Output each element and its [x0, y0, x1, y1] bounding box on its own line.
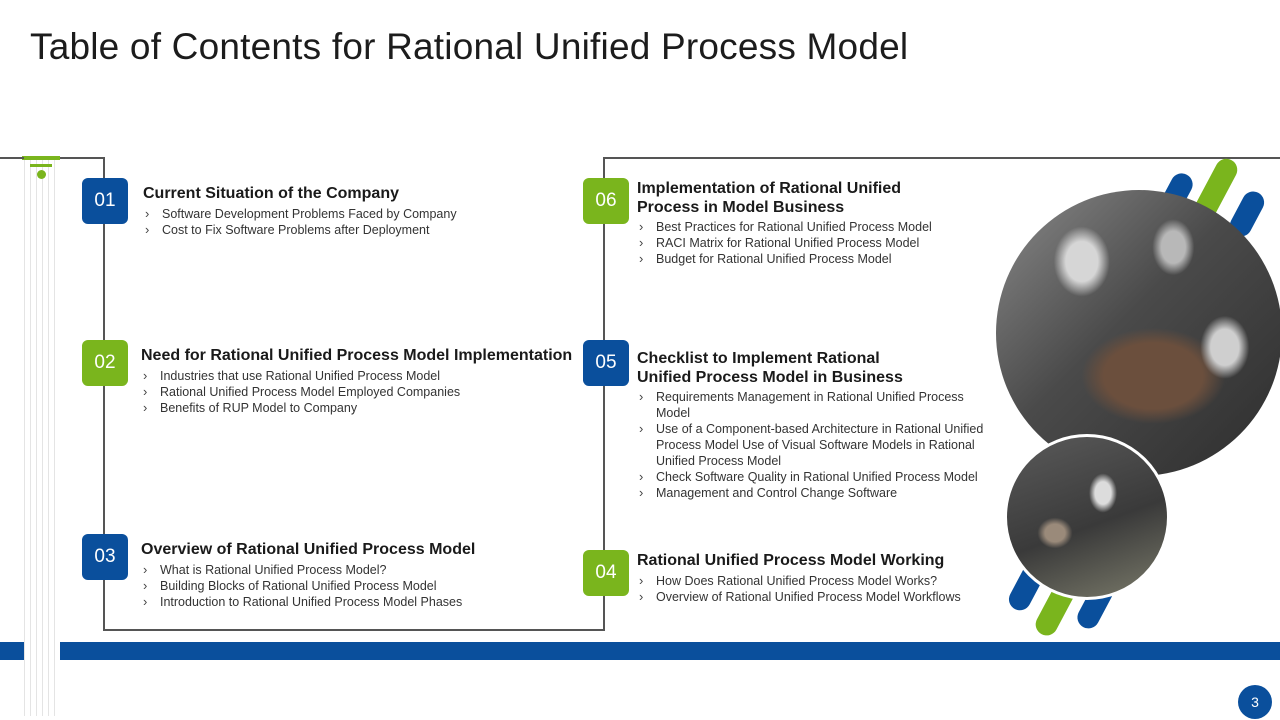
decorative-stripes-gap	[24, 642, 60, 660]
frame-line-top-left2	[60, 157, 105, 159]
frame-line-bottom	[103, 629, 605, 631]
frame-line-top-left	[0, 157, 24, 159]
list-item: Check Software Quality in Rational Unifi…	[637, 469, 1001, 485]
section-number-badge: 01	[82, 178, 128, 224]
section-title: Rational Unified Process Model Working	[637, 552, 945, 569]
toc-section-04[interactable]: Rational Unified Process Model Working H…	[637, 551, 997, 605]
section-number-badge: 05	[583, 340, 629, 386]
bottom-blue-bar	[0, 642, 1280, 660]
list-item: Software Development Problems Faced by C…	[143, 206, 583, 222]
list-item: Rational Unified Process Model Employed …	[141, 384, 586, 400]
list-item: What is Rational Unified Process Model?	[141, 562, 586, 578]
frame-line-top-right	[603, 157, 1280, 159]
decorative-green-dot	[37, 170, 46, 179]
list-item: Building Blocks of Rational Unified Proc…	[141, 578, 586, 594]
toc-section-05[interactable]: Checklist to Implement Rational Unified …	[637, 349, 1001, 501]
page-number: 3	[1238, 685, 1272, 719]
list-item: Benefits of RUP Model to Company	[141, 400, 586, 416]
toc-section-06[interactable]: Implementation of Rational Unified Proce…	[637, 179, 997, 267]
team-meeting-photo	[996, 190, 1280, 476]
section-number-badge: 02	[82, 340, 128, 386]
section-number-badge: 06	[583, 178, 629, 224]
decorative-stripes	[24, 160, 60, 716]
section-title-line1: Implementation of Rational Unified	[637, 180, 902, 197]
section-title: Overview of Rational Unified Process Mod…	[141, 541, 476, 558]
section-number-badge: 03	[82, 534, 128, 580]
list-item: Industries that use Rational Unified Pro…	[141, 368, 586, 384]
toc-section-01[interactable]: Current Situation of the Company Softwar…	[143, 184, 583, 238]
section-title-line2: Unified Process Model in Business	[637, 369, 903, 386]
section-number-badge: 04	[583, 550, 629, 596]
list-item: Use of a Component-based Architecture in…	[637, 421, 1001, 469]
office-team-photo	[1004, 434, 1170, 600]
list-item: How Does Rational Unified Process Model …	[637, 573, 997, 589]
section-title-line1: Checklist to Implement Rational	[637, 350, 880, 367]
section-title-line2: Process in Model Business	[637, 199, 845, 216]
list-item: Budget for Rational Unified Process Mode…	[637, 251, 997, 267]
list-item: Management and Control Change Software	[637, 485, 1001, 501]
toc-section-02[interactable]: Need for Rational Unified Process Model …	[141, 346, 586, 416]
list-item: RACI Matrix for Rational Unified Process…	[637, 235, 997, 251]
frame-line-left	[103, 157, 105, 631]
list-item: Best Practices for Rational Unified Proc…	[637, 219, 997, 235]
decorative-green-bar	[22, 156, 60, 160]
toc-section-03[interactable]: Overview of Rational Unified Process Mod…	[141, 540, 586, 610]
list-item: Requirements Management in Rational Unif…	[637, 389, 1001, 421]
list-item: Overview of Rational Unified Process Mod…	[637, 589, 997, 605]
decorative-green-bar-small	[30, 164, 52, 167]
section-title: Current Situation of the Company	[143, 185, 399, 202]
list-item: Cost to Fix Software Problems after Depl…	[143, 222, 583, 238]
section-title: Need for Rational Unified Process Model …	[141, 347, 573, 364]
list-item: Introduction to Rational Unified Process…	[141, 594, 586, 610]
page-title: Table of Contents for Rational Unified P…	[30, 26, 909, 67]
frame-line-middle	[603, 157, 605, 631]
